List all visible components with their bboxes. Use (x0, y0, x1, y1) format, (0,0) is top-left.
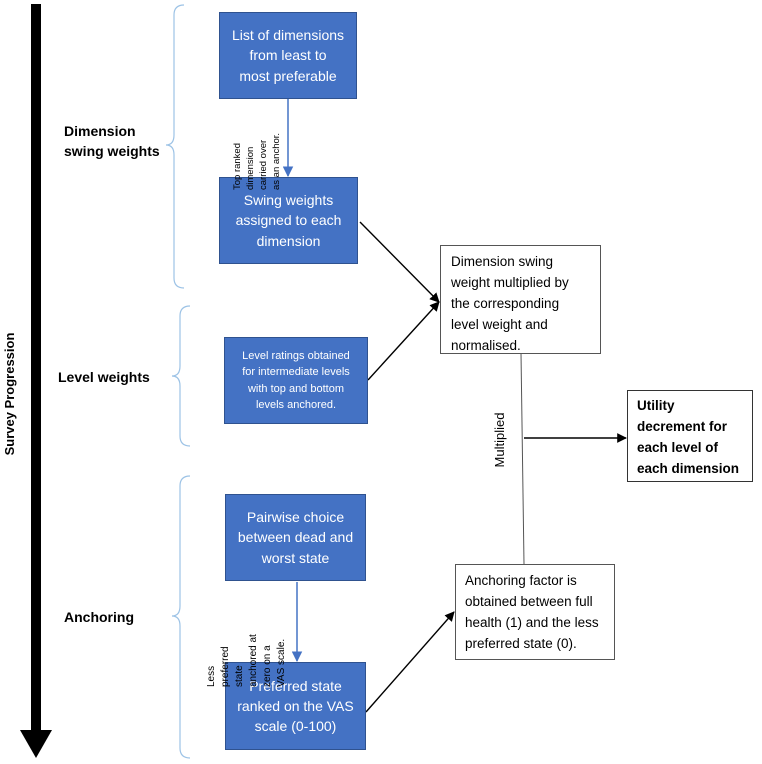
stage-label-level: Level weights (58, 369, 150, 385)
box-preferred-state: Preferred state ranked on the VAS scale … (225, 662, 366, 750)
box-preferred-state-text: Preferred state ranked on the VAS scale … (237, 677, 354, 735)
box-pairwise-text: Pairwise choice between dead and worst s… (237, 509, 354, 566)
annotation-multiplied: Multiplied (492, 412, 507, 468)
bracket-anchoring (171, 475, 191, 759)
bracket-dimension (165, 4, 185, 289)
arrow-level-to-multiplied (367, 301, 440, 381)
box-utility-decrement: Utility decrement for each level of each… (627, 390, 753, 482)
box-dimension-multiplied-text: Dimension swing weight multiplied by the… (451, 254, 569, 353)
box-level-ratings: Level ratings obtained for intermediate … (224, 337, 368, 424)
box-anchoring-factor: Anchoring factor is obtained between ful… (455, 564, 615, 660)
annotation-less-preferred: Less preferred state anchored at zero on… (206, 634, 287, 687)
arrow-swing-to-multiplied (359, 221, 440, 303)
multiplied-connector (520, 352, 525, 565)
annotation-top-ranked: Top ranked dimension carried over as an … (232, 132, 282, 190)
box-list-dimensions: List of dimensions from least to most pr… (219, 12, 357, 99)
stage-label-anchoring: Anchoring (64, 609, 134, 625)
bracket-level (171, 305, 191, 447)
box-anchoring-factor-text: Anchoring factor is obtained between ful… (465, 573, 599, 651)
box-level-ratings-text: Level ratings obtained for intermediate … (242, 349, 350, 412)
box-list-dimensions-text: List of dimensions from least to most pr… (231, 27, 345, 84)
survey-progression-arrow (20, 4, 52, 758)
box-swing-weights: Swing weights assigned to each dimension (219, 177, 358, 264)
box-pairwise: Pairwise choice between dead and worst s… (225, 494, 366, 581)
survey-progression-label: Survey Progression (2, 332, 17, 456)
arrow-preferred-to-anchoring (365, 611, 455, 713)
box-dimension-multiplied: Dimension swing weight multiplied by the… (440, 245, 601, 354)
box-utility-decrement-text: Utility decrement for each level of each… (637, 398, 740, 476)
stage-label-dimension: Dimension swing weights (64, 123, 160, 160)
box-swing-weights-text: Swing weights assigned to each dimension (235, 192, 342, 249)
